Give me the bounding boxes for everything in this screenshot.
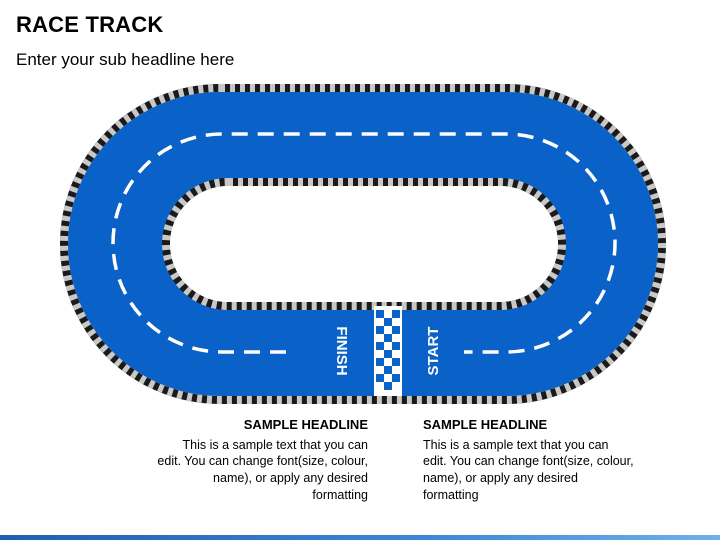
infield-border-light xyxy=(162,178,566,310)
infield xyxy=(170,186,558,302)
checker-square xyxy=(392,326,400,334)
start-label: START xyxy=(425,327,442,376)
footer-accent-bar xyxy=(0,535,720,540)
page-title: RACE TRACK xyxy=(16,12,164,37)
block-headline: SAMPLE HEADLINE xyxy=(243,417,368,432)
checker-square xyxy=(376,310,384,318)
block-line: formatting xyxy=(312,488,368,503)
checker-square xyxy=(384,350,392,358)
block-line: This is a sample text that you can xyxy=(423,437,609,452)
finish-label: FINISH xyxy=(333,326,350,375)
block-line: formatting xyxy=(423,488,479,503)
checker-square xyxy=(384,366,392,374)
text-block-left: SAMPLE HEADLINE This is a sample text th… xyxy=(138,416,368,504)
checker-square xyxy=(376,358,384,366)
checker-square xyxy=(376,374,384,382)
checker-square xyxy=(384,334,392,342)
block-line: This is a sample text that you can xyxy=(182,437,368,452)
block-line: edit. You can change font(size, colour, xyxy=(423,454,634,469)
checker-square xyxy=(392,342,400,350)
checker-square xyxy=(392,374,400,382)
checker-square xyxy=(376,342,384,350)
checker-square xyxy=(384,382,392,390)
page-subtitle: Enter your sub headline here xyxy=(16,50,235,69)
block-headline: SAMPLE HEADLINE xyxy=(423,417,548,432)
block-line: name), or apply any desired xyxy=(213,471,368,486)
track-border-light xyxy=(60,84,666,404)
block-line: edit. You can change font(size, colour, xyxy=(157,454,368,469)
checker-square xyxy=(384,318,392,326)
block-line: name), or apply any desired xyxy=(423,471,578,486)
lane-divider-line xyxy=(111,132,617,354)
checker-square xyxy=(376,326,384,334)
text-block-right: SAMPLE HEADLINE This is a sample text th… xyxy=(423,416,653,504)
checker-square xyxy=(392,358,400,366)
checkered-flag-pattern xyxy=(376,310,400,390)
checker-square xyxy=(392,310,400,318)
